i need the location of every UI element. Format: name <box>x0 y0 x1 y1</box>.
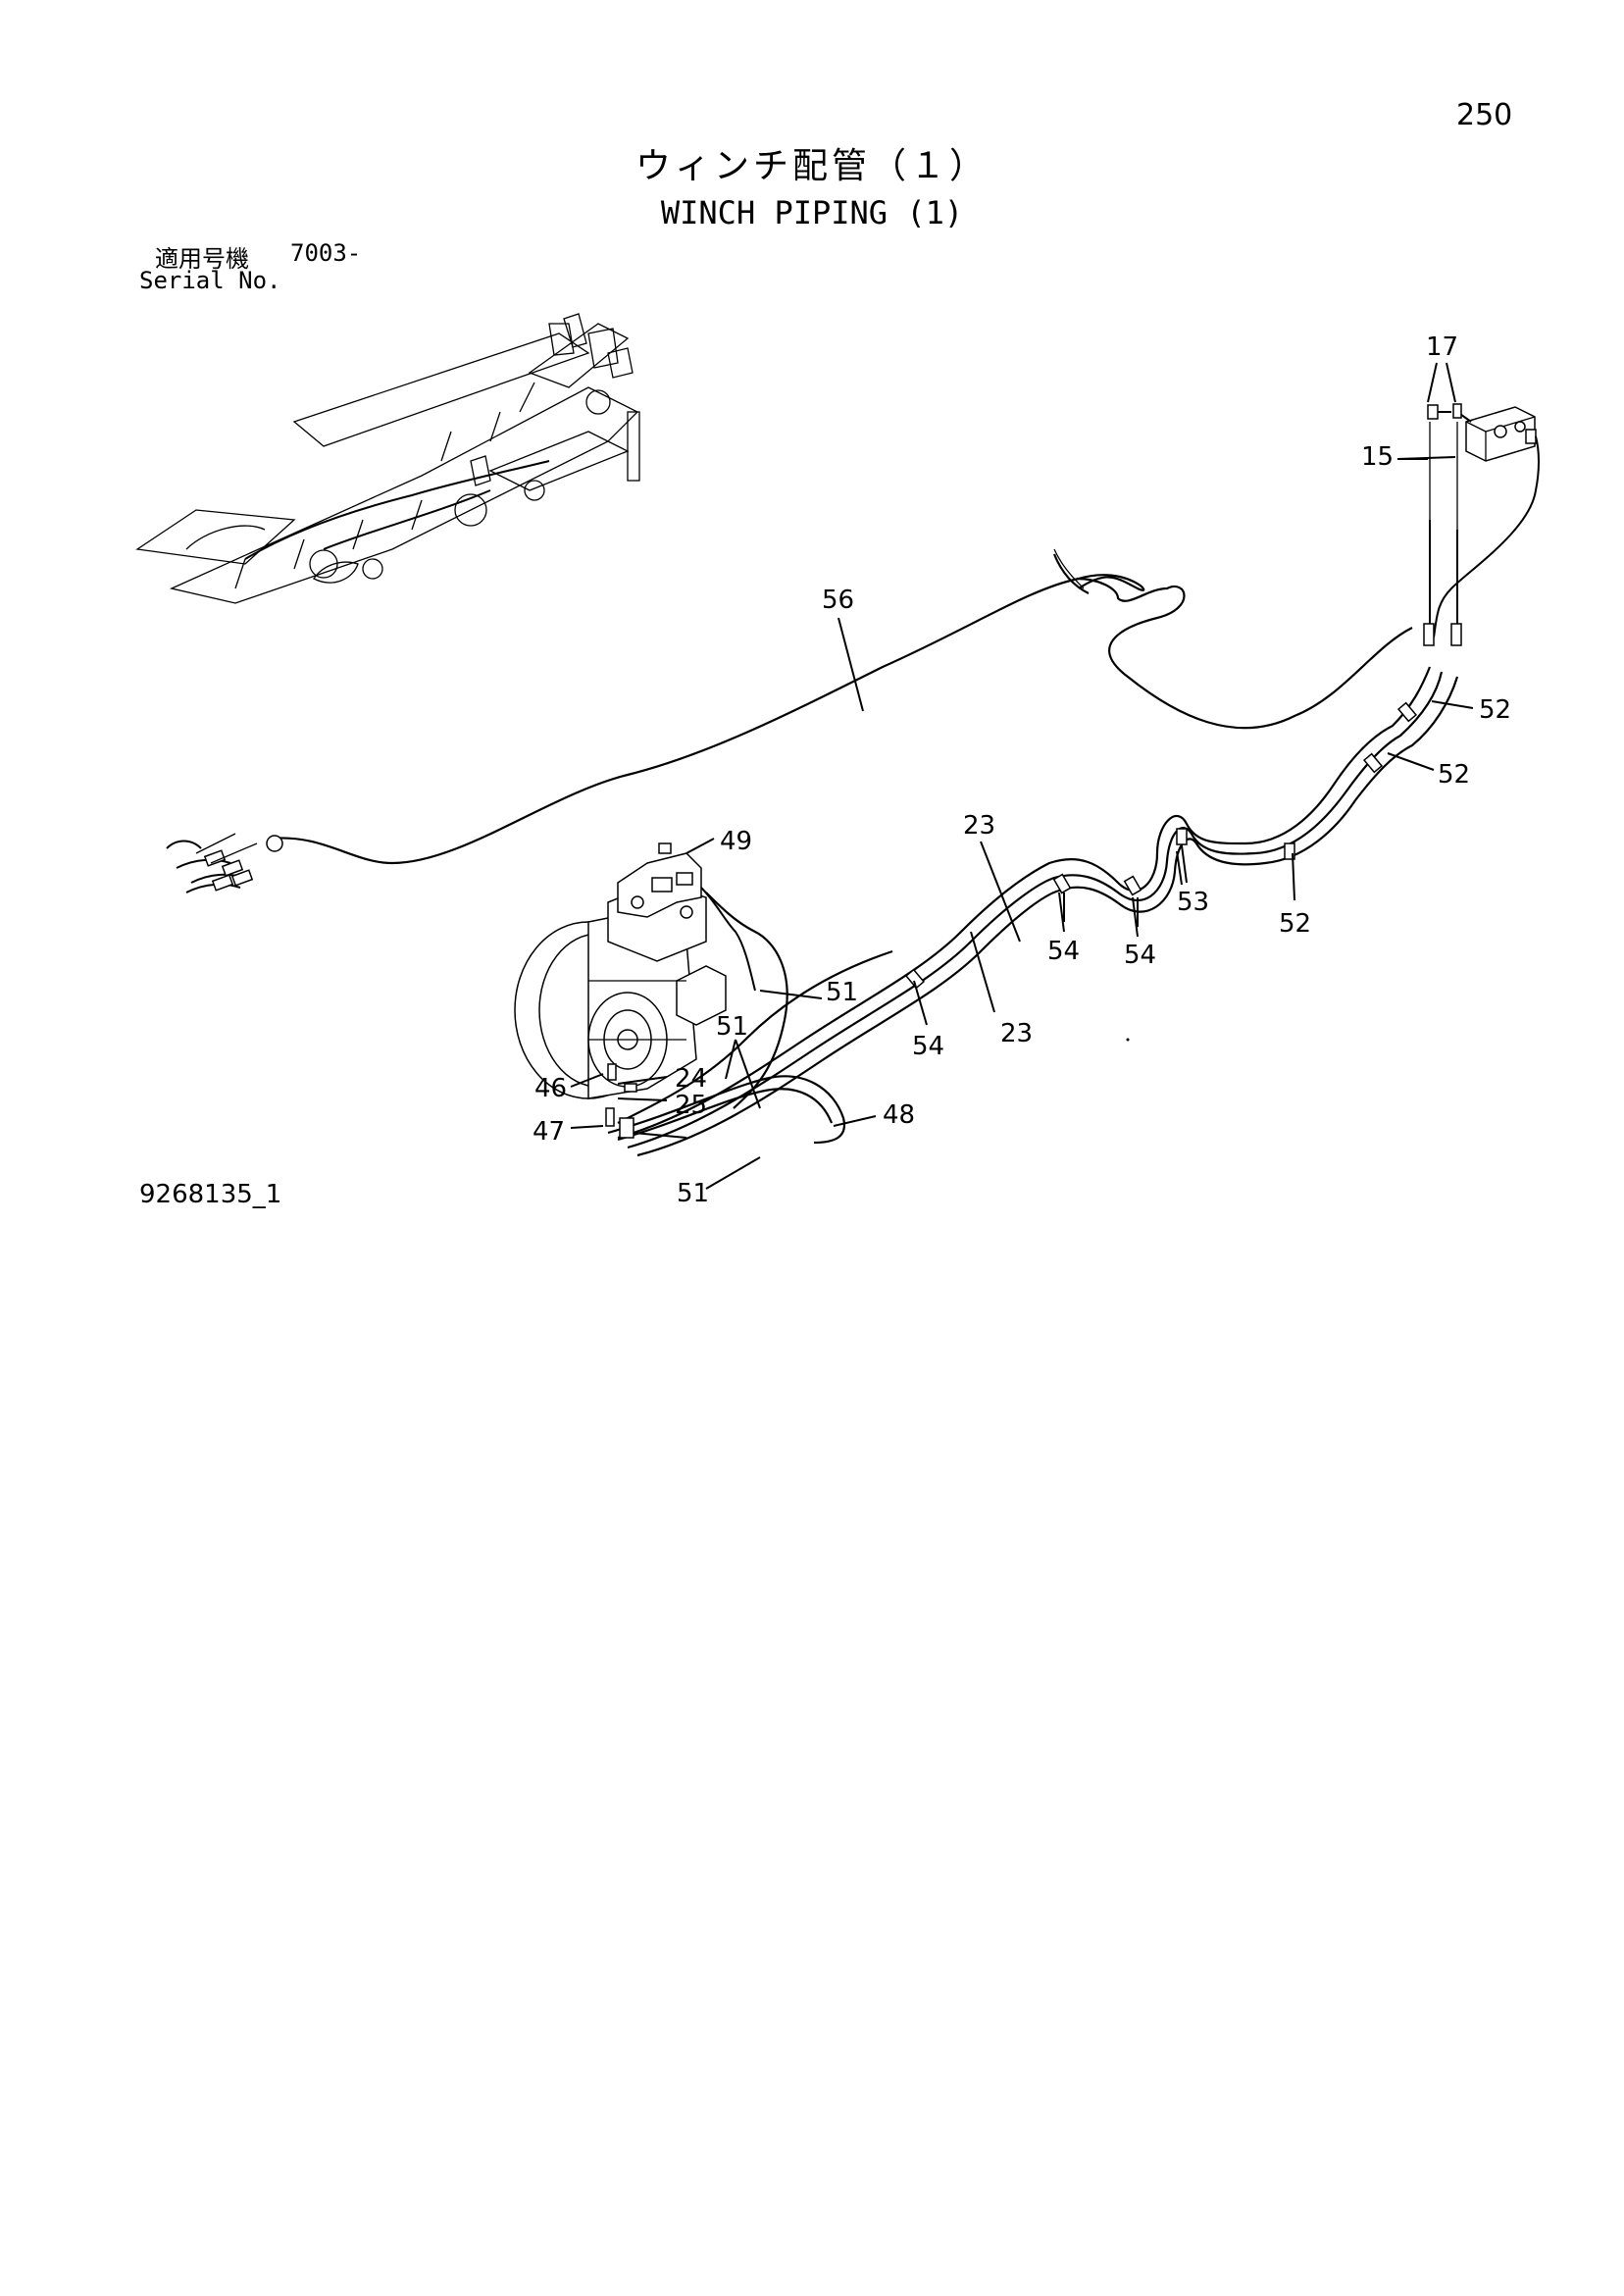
serial-label-japanese: 適用号機 <box>155 245 249 273</box>
callout-53: 53 <box>1177 888 1209 917</box>
callout-17: 17 <box>1426 332 1458 362</box>
main-hose-bundle <box>607 666 1459 1157</box>
callout-51-upper: 51 <box>826 978 858 1007</box>
callout-54-lower: 54 <box>912 1032 944 1061</box>
page-title-english: WINCH PIPING (1) <box>660 194 964 231</box>
callout-47: 47 <box>533 1117 565 1147</box>
callout-51-middle: 51 <box>716 1012 748 1042</box>
callout-24: 24 <box>675 1064 707 1094</box>
serial-number-value: 7003- <box>290 239 362 267</box>
callout-23-upper: 23 <box>963 811 995 841</box>
callout-numbers: 17 15 56 52 52 52 23 23 49 53 54 54 54 5… <box>533 332 1511 1208</box>
callout-48: 48 <box>883 1100 915 1130</box>
callout-25: 25 <box>675 1091 707 1120</box>
connector-bank <box>166 833 283 893</box>
pilot-hose-56 <box>269 548 1413 865</box>
callout-54-right: 54 <box>1124 941 1156 970</box>
stray-dot <box>1126 1038 1130 1042</box>
callout-52-middle: 52 <box>1438 760 1470 790</box>
machine-frame-overview <box>135 313 640 604</box>
callout-46: 46 <box>534 1074 567 1103</box>
page-number: 250 <box>1456 98 1513 132</box>
page-title-japanese: ウィンチ配管（１） <box>634 146 989 186</box>
callout-52-lower: 52 <box>1279 909 1311 939</box>
serial-label-english: Serial No. <box>139 267 281 294</box>
callout-51-lower: 51 <box>677 1179 709 1208</box>
callout-56: 56 <box>822 586 854 615</box>
winch-motor-assembly <box>514 842 756 1139</box>
callout-54-left: 54 <box>1047 937 1080 966</box>
pilot-valve-block <box>1423 403 1540 646</box>
leader-lines <box>570 362 1474 1190</box>
callout-49: 49 <box>720 827 752 856</box>
drawing-number: 9268135_1 <box>139 1180 282 1209</box>
callout-23-lower: 23 <box>1000 1019 1033 1048</box>
callout-15: 15 <box>1361 442 1394 472</box>
callout-52-upper: 52 <box>1479 695 1511 725</box>
